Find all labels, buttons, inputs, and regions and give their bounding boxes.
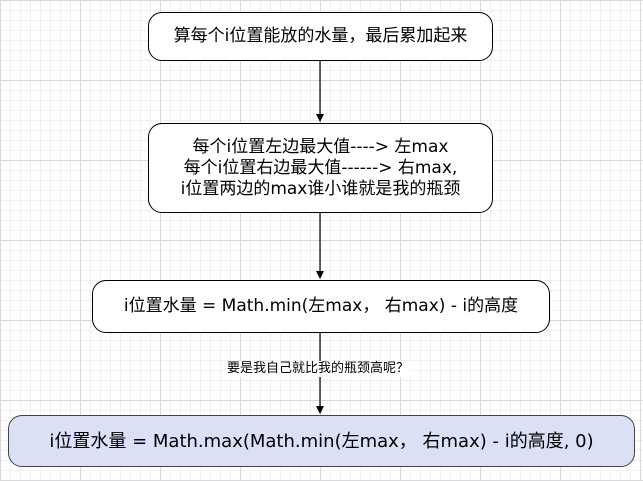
- flow-node-left-right-max[interactable]: 每个i位置左边最大值----> 左max 每个i位置右边最大值------> 右…: [148, 123, 493, 213]
- node-label: 算每个i位置能放的水量，最后累加起来: [173, 26, 468, 46]
- node-label: i位置水量 = Math.min(左max， 右max) - i的高度: [123, 296, 519, 316]
- flow-node-water-max-formula[interactable]: i位置水量 = Math.max(Math.min(左max， 右max) - …: [8, 415, 635, 467]
- node-label: i位置水量 = Math.max(Math.min(左max， 右max) - …: [49, 430, 594, 452]
- edge-label-bottleneck-question: 要是我自己就比我的瓶颈高呢？: [224, 361, 412, 377]
- node-label: 每个i位置左边最大值----> 左max 每个i位置右边最大值------> 右…: [180, 136, 461, 199]
- flow-node-accumulate-water[interactable]: 算每个i位置能放的水量，最后累加起来: [148, 12, 493, 61]
- flow-node-water-min-formula[interactable]: i位置水量 = Math.min(左max， 右max) - i的高度: [92, 280, 550, 333]
